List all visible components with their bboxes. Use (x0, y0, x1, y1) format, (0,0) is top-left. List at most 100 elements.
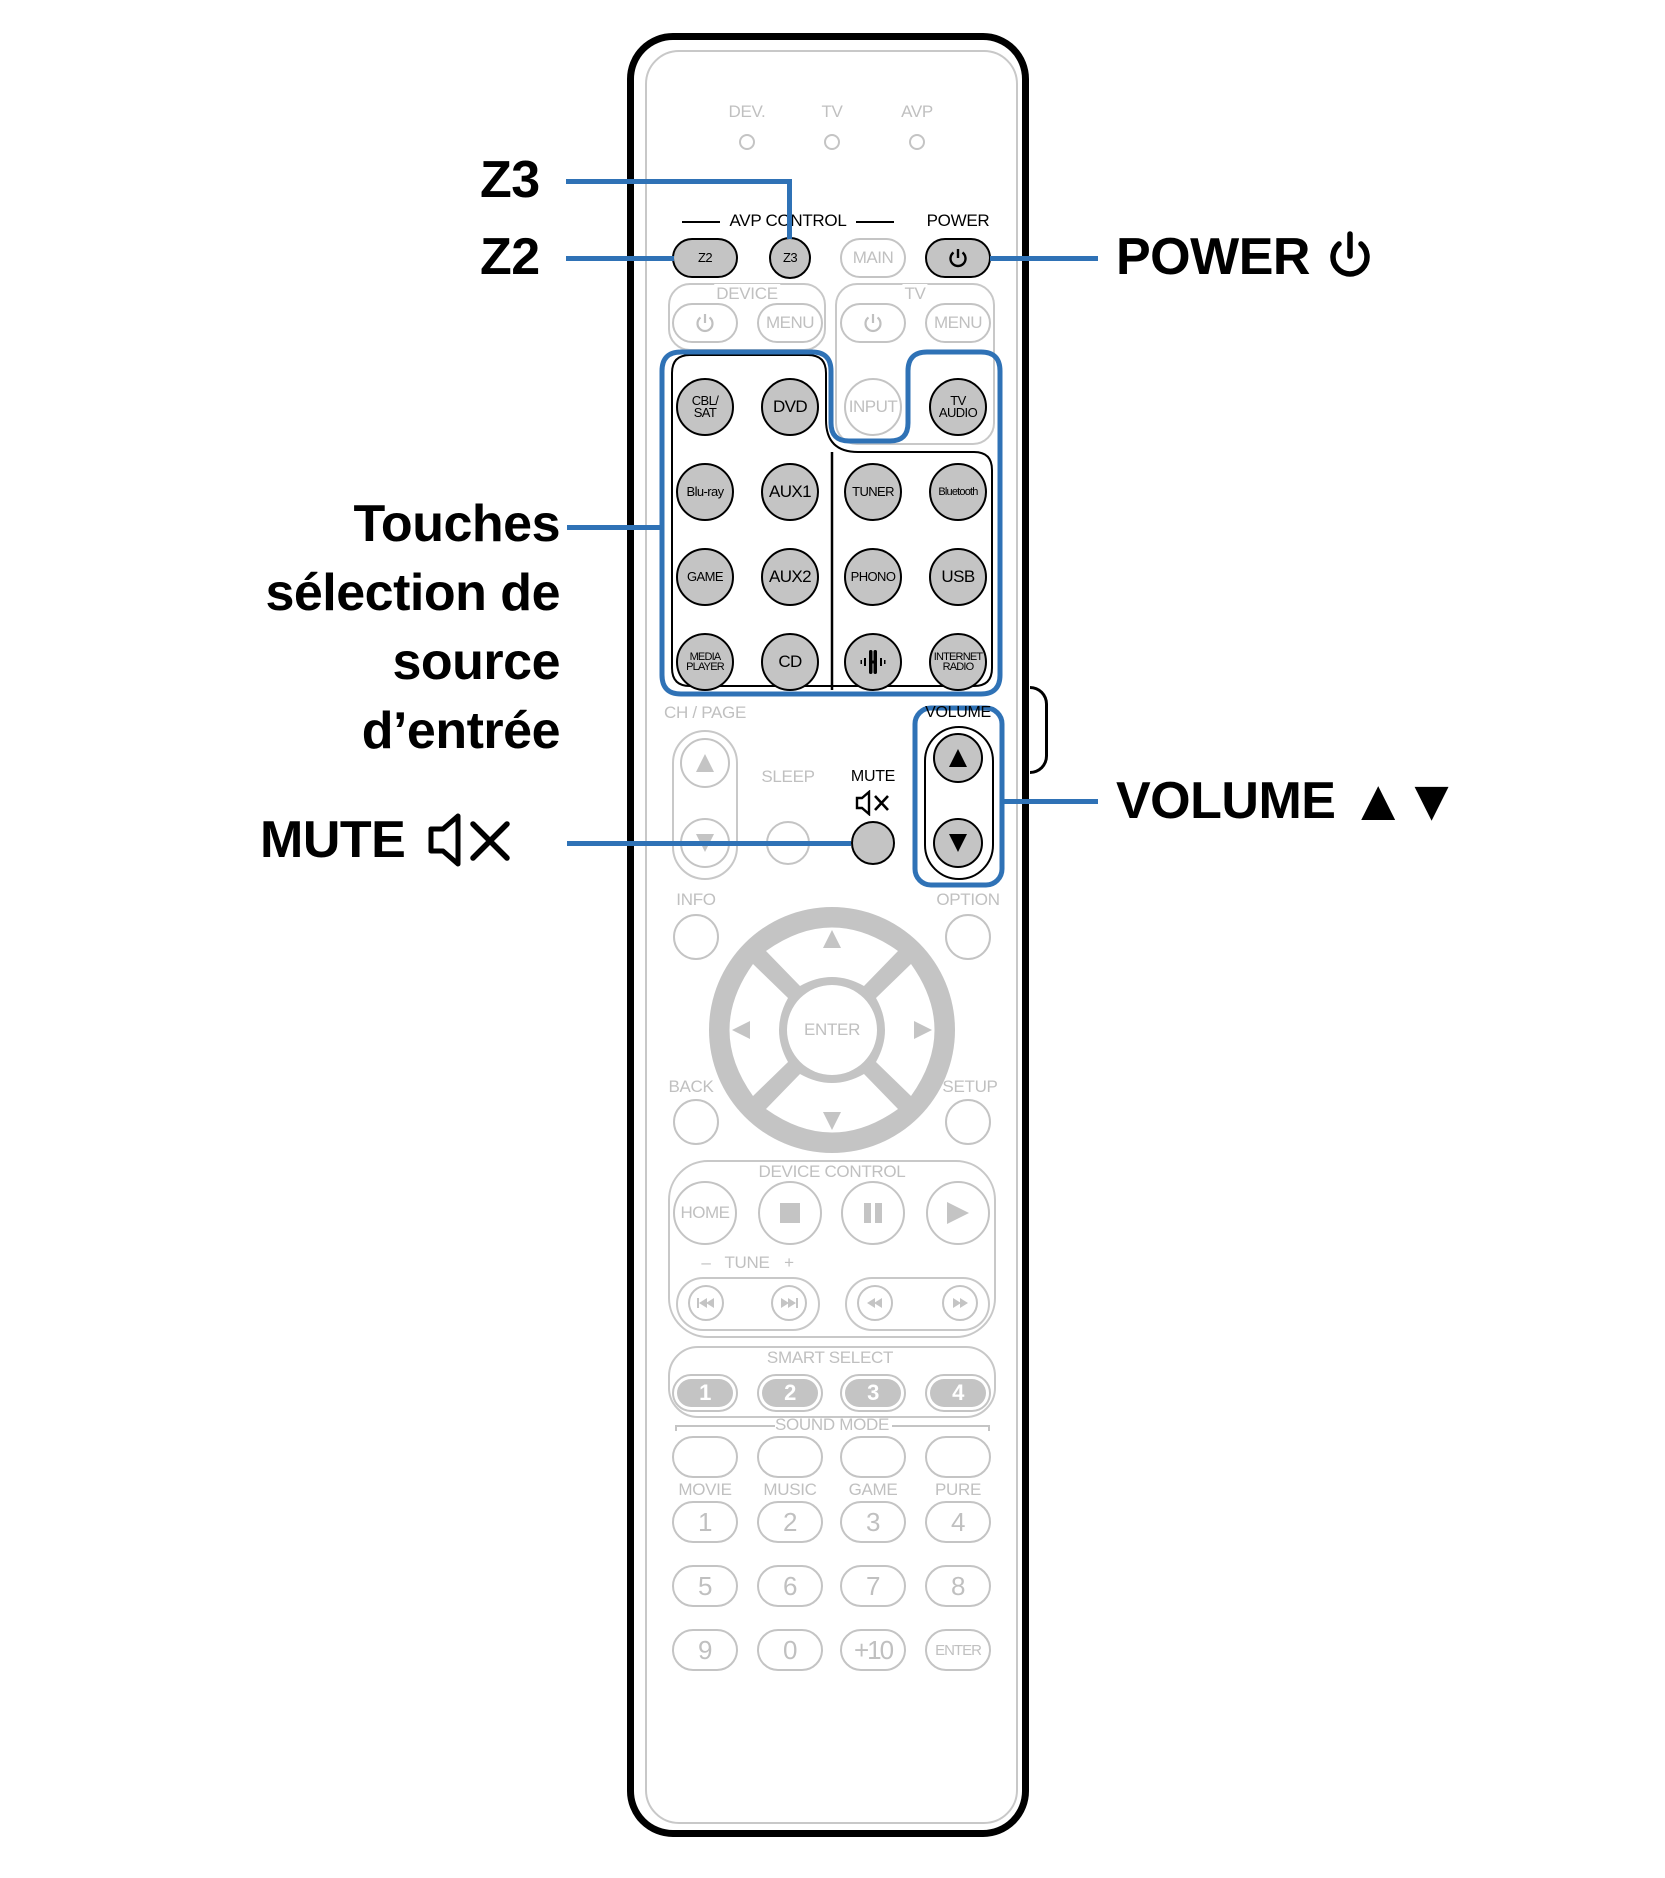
smart-select-4-button[interactable]: 4 (925, 1374, 991, 1412)
source-game-button[interactable]: GAME (676, 548, 734, 606)
sound-mode-music-button[interactable] (757, 1436, 823, 1478)
volume-down-button[interactable] (933, 818, 983, 868)
source-aux2-button[interactable]: AUX2 (761, 548, 819, 606)
keypad-7-button[interactable]: 7 (840, 1565, 906, 1607)
rewind-button[interactable] (857, 1285, 893, 1321)
tv-menu-button[interactable]: MENU (925, 303, 991, 343)
stop-button[interactable] (758, 1181, 822, 1245)
source-tuner-label: TUNER (852, 483, 894, 499)
source-aux1-button[interactable]: AUX1 (761, 463, 819, 521)
info-button[interactable] (673, 914, 719, 960)
source-bluray-button[interactable]: Blu-ray (676, 463, 734, 521)
z2-button[interactable]: Z2 (672, 238, 738, 278)
led-label-tv: TV (821, 102, 843, 121)
sound-mode-game-label: GAME (848, 1480, 898, 1499)
device-control-box (668, 1160, 996, 1338)
source-cd-button[interactable]: CD (761, 633, 819, 691)
tv-menu-label: MENU (933, 313, 983, 332)
keypad-8-button[interactable]: 8 (925, 1565, 991, 1607)
led-dev (739, 134, 755, 150)
mute-button[interactable] (851, 821, 895, 865)
callout-input-source: Touches sélection de source d’entrée (160, 490, 560, 766)
source-heos-button[interactable] (844, 633, 902, 691)
source-phono-button[interactable]: PHONO (844, 548, 902, 606)
ch-page-up-button[interactable] (680, 738, 730, 788)
source-dvd-button[interactable]: DVD (761, 378, 819, 436)
smart-select-1-label: 1 (677, 1379, 733, 1407)
volume-up-button[interactable] (933, 733, 983, 783)
source-dvd-label: DVD (772, 396, 808, 416)
tv-input-button[interactable]: INPUT (844, 378, 902, 436)
keypad-plus10-button[interactable]: +10 (840, 1629, 906, 1671)
ch-page-pill (672, 730, 738, 880)
keypad-6-button[interactable]: 6 (757, 1565, 823, 1607)
source-cbl-sat-button[interactable]: CBL/SAT (676, 378, 734, 436)
skip-forward-button[interactable] (771, 1285, 807, 1321)
callout-volume-arrows: ▲▼ (1349, 768, 1460, 833)
smart-select-2-button[interactable]: 2 (757, 1374, 823, 1412)
callout-volume-label: VOLUME (1116, 771, 1336, 830)
nav-right-icon (914, 1021, 932, 1039)
avp-control-rule-right (856, 221, 894, 223)
keypad-enter-button[interactable]: ENTER (925, 1629, 991, 1671)
power-section-label: POWER (926, 211, 990, 230)
sound-mode-game-button[interactable] (840, 1436, 906, 1478)
nav-up-icon (823, 930, 841, 948)
fast-forward-button[interactable] (942, 1285, 978, 1321)
power-button[interactable] (925, 238, 991, 278)
sound-mode-movie-button[interactable] (672, 1436, 738, 1478)
sound-mode-pure-label: PURE (934, 1480, 982, 1499)
keypad-4-button[interactable]: 4 (925, 1501, 991, 1543)
keypad-2-button[interactable]: 2 (757, 1501, 823, 1543)
home-button[interactable]: HOME (673, 1181, 737, 1245)
keypad-1-button[interactable]: 1 (672, 1501, 738, 1543)
source-usb-button[interactable]: USB (929, 548, 987, 606)
option-button[interactable] (945, 914, 991, 960)
smart-select-3-label: 3 (845, 1379, 901, 1407)
option-label: OPTION (936, 890, 1000, 909)
smart-select-3-button[interactable]: 3 (840, 1374, 906, 1412)
smart-select-1-button[interactable]: 1 (672, 1374, 738, 1412)
navigation-pad (709, 907, 955, 1153)
home-label: HOME (680, 1203, 731, 1222)
mute-label: MUTE (850, 768, 896, 785)
device-power-button[interactable] (672, 303, 738, 343)
tune-label: TUNE (724, 1253, 770, 1272)
callout-mute-label: MUTE (260, 811, 406, 869)
pause-button[interactable] (841, 1181, 905, 1245)
keypad-3-button[interactable]: 3 (840, 1501, 906, 1543)
source-group-highlight (659, 349, 1003, 697)
source-tuner-button[interactable]: TUNER (844, 463, 902, 521)
main-button-label: MAIN (852, 248, 894, 267)
source-bluetooth-button[interactable]: Bluetooth (929, 463, 987, 521)
info-label: INFO (676, 890, 716, 909)
keypad-0-button[interactable]: 0 (757, 1629, 823, 1671)
tune-minus-label: – (701, 1253, 711, 1272)
sound-mode-rule-right-tick (988, 1425, 990, 1431)
keypad-2-label: 2 (783, 1506, 797, 1537)
callout-line-z3 (566, 179, 790, 184)
keypad-3-label: 3 (866, 1506, 880, 1537)
back-button[interactable] (673, 1099, 719, 1145)
skip-previous-icon (697, 1298, 714, 1308)
tv-input-label: INPUT (848, 397, 898, 416)
callout-z3: Z3 (480, 151, 540, 209)
nav-enter-button (787, 985, 877, 1075)
keypad-9-button[interactable]: 9 (672, 1629, 738, 1671)
nav-enter-label[interactable]: ENTER (803, 1020, 861, 1039)
main-button[interactable]: MAIN (840, 238, 906, 278)
setup-button[interactable] (945, 1099, 991, 1145)
sound-mode-pure-button[interactable] (925, 1436, 991, 1478)
ch-page-label: CH / PAGE (663, 703, 747, 722)
play-button[interactable] (926, 1181, 990, 1245)
tv-power-button[interactable] (840, 303, 906, 343)
skip-back-button[interactable] (688, 1285, 724, 1321)
smart-select-4-label: 4 (930, 1379, 986, 1407)
device-menu-button[interactable]: MENU (757, 303, 823, 343)
callout-line-z3-drop (787, 179, 792, 239)
keypad-5-button[interactable]: 5 (672, 1565, 738, 1607)
